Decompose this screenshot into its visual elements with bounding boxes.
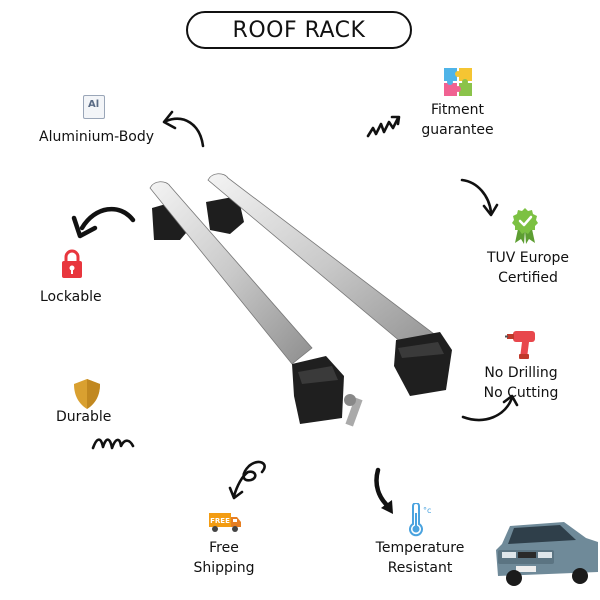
free-badge-text: FREE (210, 517, 230, 525)
squiggle-durable (91, 438, 135, 450)
curved-arrow-aluminium (164, 117, 205, 148)
feature-label-temperature: Temperature Resistant (375, 540, 465, 576)
feature-label-lockable: Lockable (40, 289, 102, 305)
aluminium-element-icon: Al (83, 95, 105, 119)
puzzle-icon (444, 68, 472, 96)
certified-badge-icon (512, 208, 538, 244)
arrowhead-fitment (390, 115, 401, 126)
feature-label-durable: Durable (56, 409, 112, 425)
free-shipping-truck-icon: FREE (209, 513, 241, 532)
arrowhead-lockable (71, 215, 98, 239)
thick-arrow-temperature (374, 467, 393, 511)
feature-label-shipping: Free Shipping (193, 540, 255, 576)
feature-label-no-drilling: No Drilling No Cutting (483, 365, 559, 401)
thermometer-icon: °c (409, 503, 431, 537)
feature-label-tuv: TUV Europe Certified (486, 250, 570, 286)
shield-icon (74, 379, 100, 409)
page-title: ROOF RACK (186, 11, 412, 49)
curved-arrow-tuv (460, 178, 493, 214)
drill-icon (505, 331, 535, 359)
squiggle-fitment (366, 116, 400, 138)
loop-arrow-shipping (232, 460, 266, 498)
arrowhead-temperature (381, 500, 393, 514)
arrowhead-aluminium (162, 110, 177, 130)
arrowhead-tuv (482, 203, 499, 217)
padlock-icon (62, 249, 82, 278)
sedan-car-image (496, 522, 598, 586)
curved-arrow-lockable (79, 206, 136, 231)
feature-label-aluminium: Aluminium-Body (39, 129, 155, 145)
svg-text:°c: °c (423, 506, 431, 515)
roof-rack-bars-image (149, 173, 452, 427)
arrowhead-shipping (228, 486, 244, 500)
curved-arrow-no-drilling (461, 396, 514, 422)
arrowhead-no-drilling (502, 394, 519, 407)
feature-label-fitment: Fitment guarantee (421, 102, 494, 138)
